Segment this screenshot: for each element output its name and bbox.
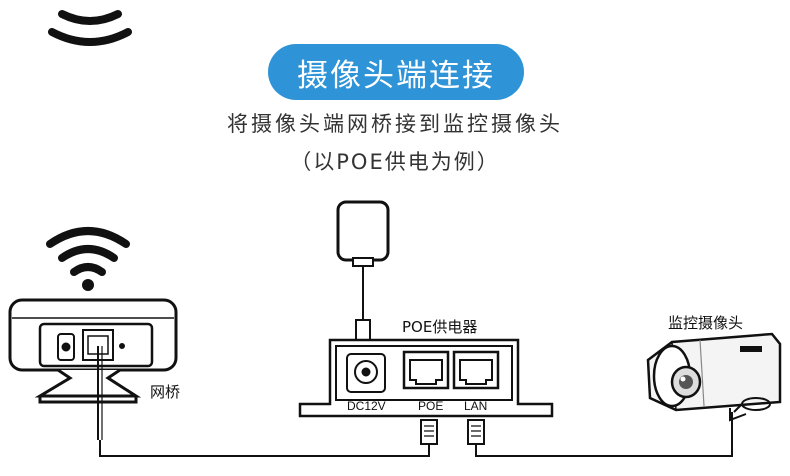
- wifi-icon: [46, 227, 130, 291]
- dc-port-label: DC12V: [347, 399, 386, 413]
- power-adapter-icon: [336, 200, 390, 353]
- camera-device: [646, 332, 782, 422]
- bridge-label: 网桥: [150, 383, 181, 401]
- subtitle-note: （以POE供电为例）: [290, 150, 500, 174]
- rj45-plug-icon: [420, 419, 485, 445]
- camera-label: 监控摄像头: [668, 314, 744, 332]
- page-title: 摄像头端连接: [268, 44, 524, 100]
- poe-port-label: POE: [418, 399, 444, 413]
- lan-port-label: LAN: [464, 399, 488, 413]
- bridge-device: [8, 298, 178, 404]
- poe-injector: [298, 338, 554, 418]
- injector-label: POE供电器: [402, 318, 478, 336]
- wifi-icon-top: [48, 10, 132, 46]
- subtitle: 将摄像头端网桥接到监控摄像头: [227, 112, 563, 136]
